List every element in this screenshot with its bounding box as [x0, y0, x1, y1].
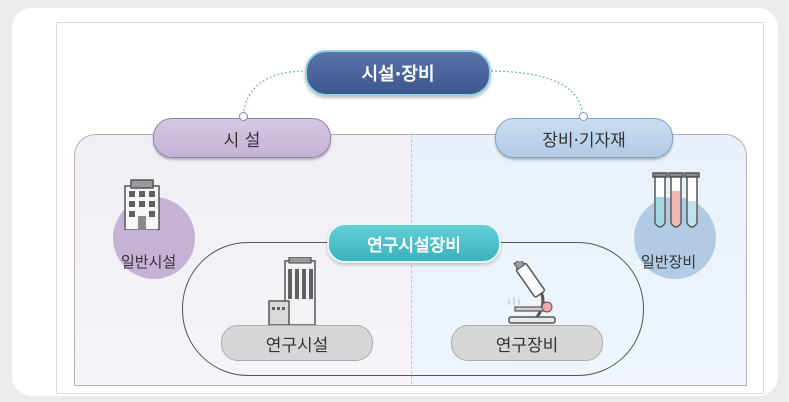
test-tubes-icon — [652, 172, 700, 228]
research-facilities-equipment-pill: 연구시설장비 — [327, 223, 501, 263]
title-label: 시설·장비 — [361, 64, 435, 85]
general-equipment-label: 일반장비 — [641, 253, 697, 271]
research-equipment-pill: 연구장비 — [451, 325, 603, 361]
title-pill: 시설·장비 — [305, 50, 491, 96]
card: 시설·장비 시 설 장비·기자재 일반시설 — [12, 8, 778, 396]
office-building-icon — [124, 179, 160, 230]
facility-label: 시 설 — [223, 130, 261, 151]
microscope-icon — [508, 261, 556, 324]
facility-connector-dot — [239, 112, 248, 121]
general-facility-label: 일반시설 — [121, 253, 177, 271]
connector-right — [486, 70, 584, 118]
connector-left — [242, 70, 308, 118]
facility-pill: 시 설 — [153, 118, 331, 158]
research-equipment-label: 연구장비 — [495, 335, 559, 356]
research-facility-pill: 연구시설 — [221, 325, 373, 361]
research-label: 연구시설장비 — [367, 235, 461, 256]
equipment-connector-dot — [579, 112, 588, 121]
connector-lines — [242, 70, 584, 118]
equipment-label: 장비·기자재 — [542, 130, 626, 151]
research-facility-label: 연구시설 — [265, 335, 329, 356]
equipment-pill: 장비·기자재 — [495, 118, 673, 158]
diagram: 시설·장비 시 설 장비·기자재 일반시설 — [56, 22, 764, 394]
research-building-icon — [268, 257, 316, 326]
